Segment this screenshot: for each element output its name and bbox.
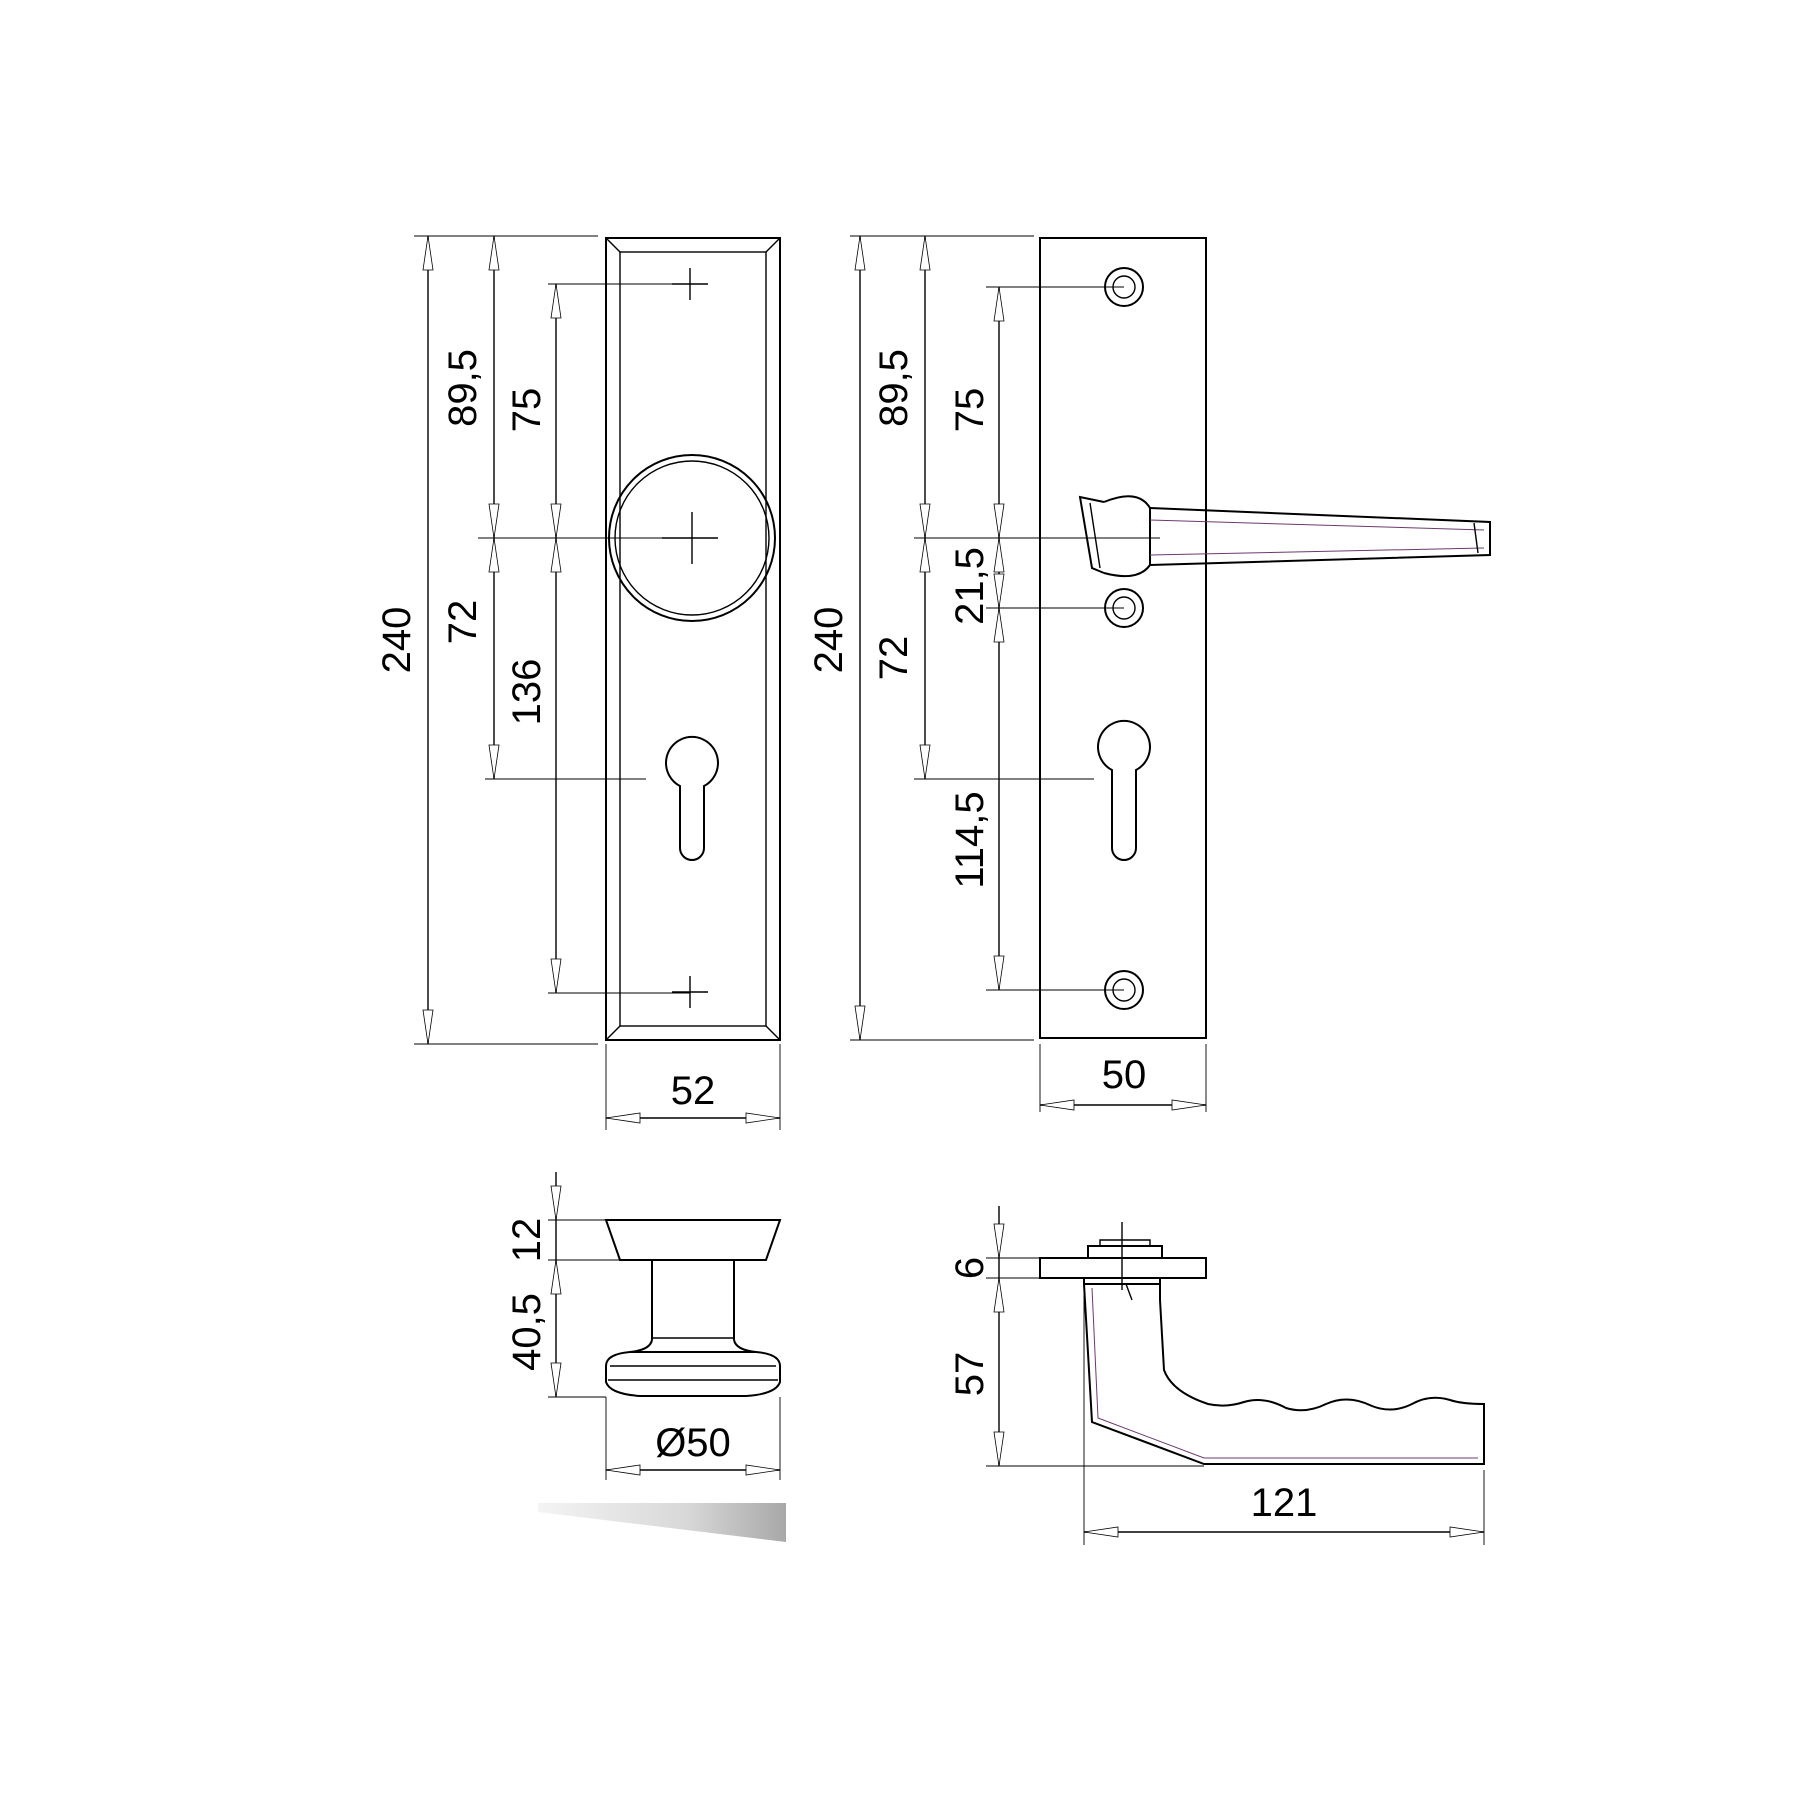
dim-width-text: 52 (671, 1069, 716, 1113)
dim-lever-projection-text: 57 (948, 1352, 992, 1397)
dim-knob-to-keyhole-text: 72 (441, 600, 485, 645)
dim-plate-thickness-text: 6 (948, 1257, 992, 1279)
knob-rosette-side (604, 1219, 782, 1261)
dim-screw-to-knob-text: 75 (505, 388, 549, 433)
lever-plate-outline (1039, 237, 1207, 1039)
lever-side-view: 6 57 121 (948, 1206, 1485, 1545)
dim-rosette-height-text: 12 (505, 1218, 549, 1263)
dim-knob-diameter-text: Ø50 (655, 1421, 731, 1465)
dim-screw-spacing-text: 114,5 (948, 791, 992, 888)
dim-lever-length-text: 121 (1251, 1481, 1318, 1525)
dim-knob-projection-text: 40,5 (505, 1293, 549, 1371)
dim-top-to-knob-text: 89,5 (441, 349, 485, 427)
dim-screw-spacing-text: 136 (505, 659, 549, 726)
cylinder-keyhole (665, 736, 719, 861)
lever-plate-front-view: 240 89,5 75 21,5 72 114,5 50 (807, 235, 1491, 1112)
dim-top-to-lever-text: 89,5 (872, 349, 916, 427)
lever-plate-side (1039, 1257, 1207, 1279)
finish-swatch (538, 1503, 786, 1542)
dim-lever-to-keyhole-text: 72 (872, 636, 916, 681)
lever-handle-front (1078, 495, 1491, 578)
cylinder-keyhole (1097, 720, 1151, 861)
knob-plate-front-view: 240 89,5 75 72 136 52 (375, 235, 781, 1130)
knob-plate-outline (605, 237, 781, 1041)
knob-disc-side (605, 1351, 781, 1397)
dim-overall-height-text: 240 (807, 607, 851, 674)
bottom-screw-cross (672, 976, 708, 1008)
dim-width-text: 50 (1102, 1053, 1147, 1097)
lever-handle-side (1083, 1283, 1485, 1465)
dim-lever-to-screw-text: 21,5 (948, 547, 992, 625)
knob-plate-inner-bevel (619, 251, 767, 1027)
dim-overall-height-text: 240 (375, 607, 419, 674)
knob-side-view: 12 40,5 Ø50 (505, 1172, 782, 1480)
dim-screw-to-lever-text: 75 (948, 388, 992, 433)
